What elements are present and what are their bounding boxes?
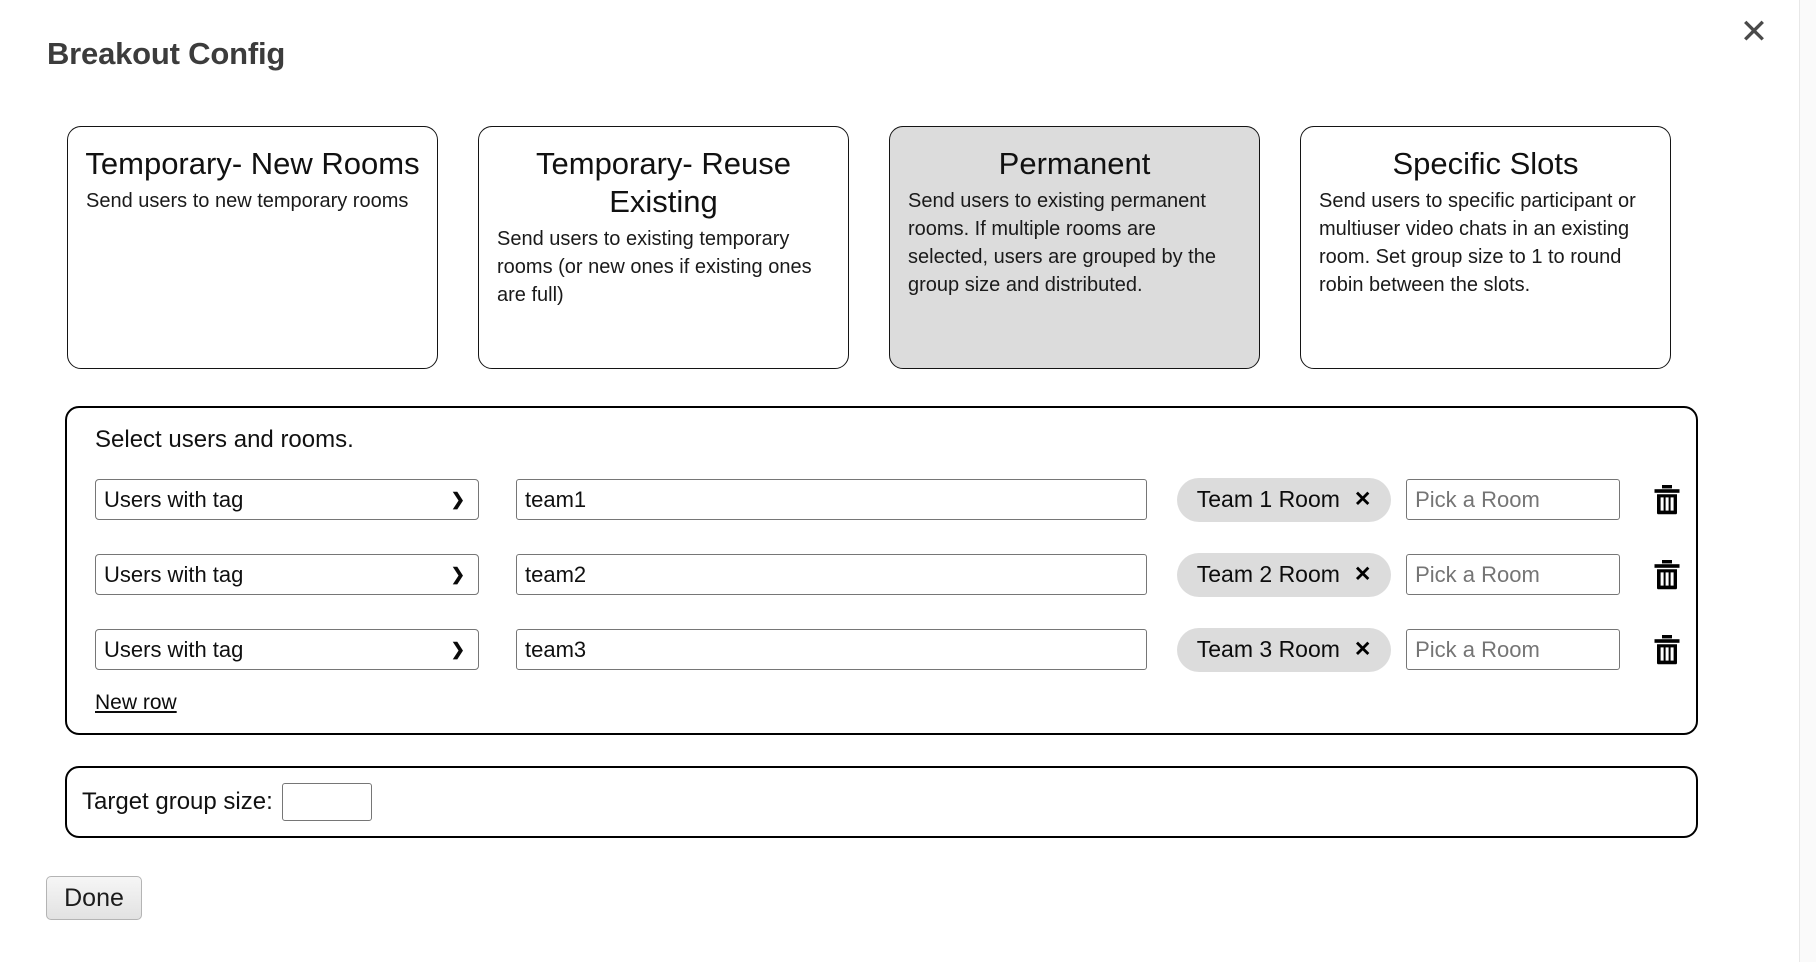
selection-panel: Select users and rooms. Users with tag ❯… (65, 406, 1698, 735)
rule-row: Users with tag ❯ Team 2 Room ✕ (81, 537, 1682, 612)
tag-value-input[interactable] (516, 479, 1148, 520)
mode-card-description: Send users to existing temporary rooms (… (497, 227, 812, 306)
room-chip[interactable]: Team 2 Room ✕ (1177, 552, 1392, 597)
mode-card-description: Send users to existing permanent rooms. … (908, 189, 1216, 296)
criteria-select-wrapper: Users with tag ❯ (81, 629, 479, 670)
mode-card-temporary-new-rooms[interactable]: Temporary- New Rooms Send users to new t… (67, 126, 438, 369)
page-title: Breakout Config (47, 36, 286, 71)
mode-card-title: Temporary- Reuse Existing (536, 146, 791, 219)
room-chip-label: Team 2 Room (1196, 561, 1340, 587)
close-icon[interactable]: ✕ (1353, 638, 1372, 661)
mode-card-permanent[interactable]: Permanent Send users to existing permane… (889, 126, 1260, 369)
trash-icon[interactable] (1652, 633, 1682, 667)
tag-value-input[interactable] (516, 554, 1148, 595)
mode-card-description: Send users to specific participant or mu… (1319, 189, 1636, 296)
criteria-select[interactable]: Users with tag (95, 629, 479, 670)
room-picker-input[interactable] (1406, 479, 1621, 520)
done-button[interactable]: Done (46, 876, 142, 920)
tag-value-input[interactable] (516, 629, 1148, 670)
target-group-size-input[interactable] (281, 783, 372, 821)
room-chip-label: Team 3 Room (1196, 636, 1340, 662)
mode-card-description: Send users to new temporary rooms (86, 189, 409, 212)
mode-card-title: Permanent (998, 146, 1151, 181)
room-picker-input[interactable] (1406, 629, 1621, 670)
criteria-select[interactable]: Users with tag (95, 479, 479, 520)
close-icon[interactable]: ✕ (1739, 13, 1769, 51)
mode-card-list: Temporary- New Rooms Send users to new t… (67, 126, 1697, 369)
criteria-select[interactable]: Users with tag (95, 554, 479, 595)
room-chip[interactable]: Team 1 Room ✕ (1177, 477, 1392, 522)
trash-icon[interactable] (1652, 483, 1682, 517)
trash-icon[interactable] (1652, 558, 1682, 592)
room-picker-input[interactable] (1406, 554, 1621, 595)
rule-row: Users with tag ❯ Team 3 Room ✕ (81, 612, 1682, 687)
close-icon[interactable]: ✕ (1353, 563, 1372, 586)
close-icon[interactable]: ✕ (1353, 488, 1372, 511)
criteria-select-wrapper: Users with tag ❯ (81, 479, 479, 520)
criteria-select-wrapper: Users with tag ❯ (81, 554, 479, 595)
mode-card-title: Specific Slots (1392, 146, 1579, 181)
target-group-size-panel: Target group size: (65, 766, 1698, 838)
new-row-link[interactable]: New row (95, 691, 177, 714)
mode-card-specific-slots[interactable]: Specific Slots Send users to specific pa… (1300, 126, 1671, 369)
room-chip[interactable]: Team 3 Room ✕ (1177, 627, 1392, 672)
room-chip-label: Team 1 Room (1196, 486, 1340, 512)
mode-card-temporary-reuse-existing[interactable]: Temporary- Reuse Existing Send users to … (478, 126, 849, 369)
page-scrollbar[interactable] (1799, 0, 1816, 962)
selection-panel-title: Select users and rooms. (95, 426, 354, 453)
rule-row: Users with tag ❯ Team 1 Room ✕ (81, 462, 1682, 537)
mode-card-title: Temporary- New Rooms (85, 146, 420, 181)
target-group-size-label: Target group size: (82, 788, 273, 815)
